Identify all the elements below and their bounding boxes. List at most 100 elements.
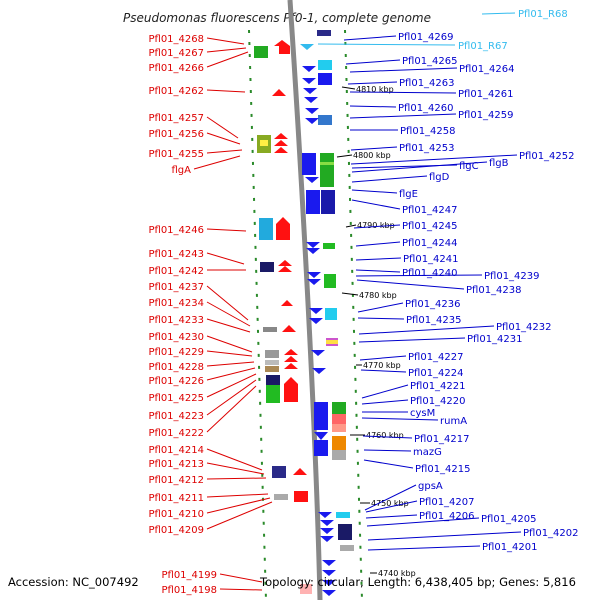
gene-block[interactable]	[266, 375, 280, 385]
gene-arrow[interactable]	[274, 40, 290, 54]
gene-label[interactable]: Pfl01_4214	[148, 445, 204, 456]
gene-arrow[interactable]	[304, 97, 318, 103]
gene-arrow[interactable]	[284, 377, 298, 384]
gene-label[interactable]: Pfl01_4260	[398, 103, 454, 114]
gene-label[interactable]: Pfl01_4206	[419, 511, 475, 522]
gene-label[interactable]: Pfl01_4265	[402, 56, 458, 67]
gene-label[interactable]: Pfl01_4207	[419, 497, 475, 508]
gene-label[interactable]: Pfl01_4269	[398, 32, 454, 43]
gene-arrow[interactable]	[305, 177, 319, 183]
gene-label[interactable]: Pfl01_4268	[148, 34, 204, 45]
gene-block[interactable]	[314, 440, 328, 456]
gene-block[interactable]	[259, 218, 273, 240]
gene-label[interactable]: Pfl01_4263	[399, 78, 455, 89]
gene-label[interactable]: cysM	[410, 408, 435, 419]
gene-block[interactable]	[272, 466, 286, 478]
gene-label[interactable]: Pfl01_4205	[481, 514, 537, 525]
gene-label[interactable]: Pfl01_4239	[484, 271, 540, 282]
gene-block[interactable]	[321, 190, 335, 214]
gene-label[interactable]: Pfl01_4243	[148, 249, 204, 260]
gene-block[interactable]	[284, 384, 298, 402]
gene-label[interactable]: Pfl01_4252	[519, 151, 575, 162]
gene-block[interactable]	[263, 327, 277, 332]
gene-arrow[interactable]	[302, 78, 316, 84]
gene-label[interactable]: Pfl01_4225	[148, 393, 204, 404]
gene-arrow[interactable]	[322, 570, 336, 576]
gene-label[interactable]: Pfl01_4235	[406, 315, 462, 326]
gene-arrow[interactable]	[303, 88, 317, 94]
gene-block[interactable]	[306, 190, 320, 214]
gene-arrow[interactable]	[305, 108, 319, 114]
rna-label[interactable]: Pfl01_R67	[458, 41, 508, 52]
gene-label[interactable]: Pfl01_4267	[148, 48, 204, 59]
gene-arrow[interactable]	[284, 363, 298, 369]
gene-label[interactable]: Pfl01_4266	[148, 63, 204, 74]
gene-arrow[interactable]	[322, 580, 336, 586]
gene-arrow[interactable]	[311, 350, 325, 356]
gene-arrow[interactable]	[278, 260, 292, 266]
gene-label[interactable]: flgB	[489, 158, 509, 169]
gene-arrow[interactable]	[293, 468, 307, 475]
gene-arrow[interactable]	[305, 118, 319, 124]
gene-arrow[interactable]	[272, 89, 286, 96]
gene-label[interactable]: Pfl01_4257	[148, 113, 204, 124]
gene-block[interactable]	[317, 30, 331, 36]
gene-block[interactable]	[276, 224, 290, 240]
gene-block[interactable]	[332, 414, 346, 424]
gene-block[interactable]	[340, 545, 354, 551]
gene-label[interactable]: Pfl01_4215	[415, 464, 471, 475]
gene-arrow[interactable]	[284, 356, 298, 362]
gene-label[interactable]: flgC	[459, 161, 479, 172]
gene-label[interactable]: Pfl01_4241	[403, 254, 459, 265]
gene-label[interactable]: Pfl01_4246	[148, 225, 204, 236]
gene-arrow[interactable]	[307, 279, 321, 285]
gene-arrow[interactable]	[307, 272, 321, 278]
gene-label[interactable]: Pfl01_4232	[496, 322, 552, 333]
gene-arrow[interactable]	[314, 432, 328, 440]
gene-block[interactable]	[338, 524, 352, 540]
gene-arrow[interactable]	[278, 266, 292, 272]
gene-arrow[interactable]	[322, 560, 336, 566]
gene-label[interactable]: rumA	[440, 416, 467, 427]
gene-label[interactable]: Pfl01_4198	[161, 585, 217, 596]
gene-block[interactable]	[332, 402, 346, 414]
gene-label[interactable]: Pfl01_4220	[410, 396, 466, 407]
gene-label[interactable]: Pfl01_4209	[148, 525, 204, 536]
gene-label[interactable]: Pfl01_4237	[148, 282, 204, 293]
gene-block[interactable]	[336, 512, 350, 518]
gene-arrow[interactable]	[274, 147, 288, 153]
gene-label[interactable]: Pfl01_4229	[148, 347, 204, 358]
gene-block[interactable]	[318, 60, 332, 70]
gene-arrow[interactable]	[318, 512, 332, 518]
gene-label[interactable]: Pfl01_4228	[148, 362, 204, 373]
gene-block[interactable]	[260, 262, 274, 272]
gene-label[interactable]: Pfl01_4231	[467, 334, 523, 345]
gene-arrow[interactable]	[312, 368, 326, 374]
gene-label[interactable]: Pfl01_4236	[405, 299, 461, 310]
gene-label[interactable]: Pfl01_4262	[148, 86, 204, 97]
gene-block[interactable]	[254, 46, 268, 58]
gene-label[interactable]: flgA	[172, 165, 192, 176]
gene-arrow[interactable]	[282, 325, 296, 332]
gene-arrow[interactable]	[284, 349, 298, 355]
gene-block[interactable]	[325, 308, 337, 320]
gene-block[interactable]	[266, 385, 280, 403]
gene-label[interactable]: Pfl01_4242	[148, 266, 204, 277]
gene-block[interactable]	[323, 243, 335, 249]
gene-label[interactable]: Pfl01_4224	[408, 368, 464, 379]
gene-label[interactable]: Pfl01_4247	[402, 205, 458, 216]
gene-arrow[interactable]	[274, 140, 288, 146]
gene-label[interactable]: Pfl01_4255	[148, 149, 204, 160]
gene-block[interactable]	[318, 73, 332, 85]
gene-arrow[interactable]	[309, 318, 323, 324]
gene-label[interactable]: Pfl01_4240	[402, 268, 458, 279]
gene-label[interactable]: Pfl01_4226	[148, 376, 204, 387]
gene-label[interactable]: Pfl01_4238	[466, 285, 522, 296]
gene-label[interactable]: flgD	[429, 172, 450, 183]
rna-label[interactable]: Pfl01_R68	[518, 9, 568, 20]
gene-arrow[interactable]	[320, 528, 334, 534]
gene-label[interactable]: Pfl01_4256	[148, 129, 204, 140]
gene-block[interactable]	[324, 274, 336, 288]
gene-label[interactable]: Pfl01_4230	[148, 332, 204, 343]
gene-arrow[interactable]	[320, 536, 334, 542]
